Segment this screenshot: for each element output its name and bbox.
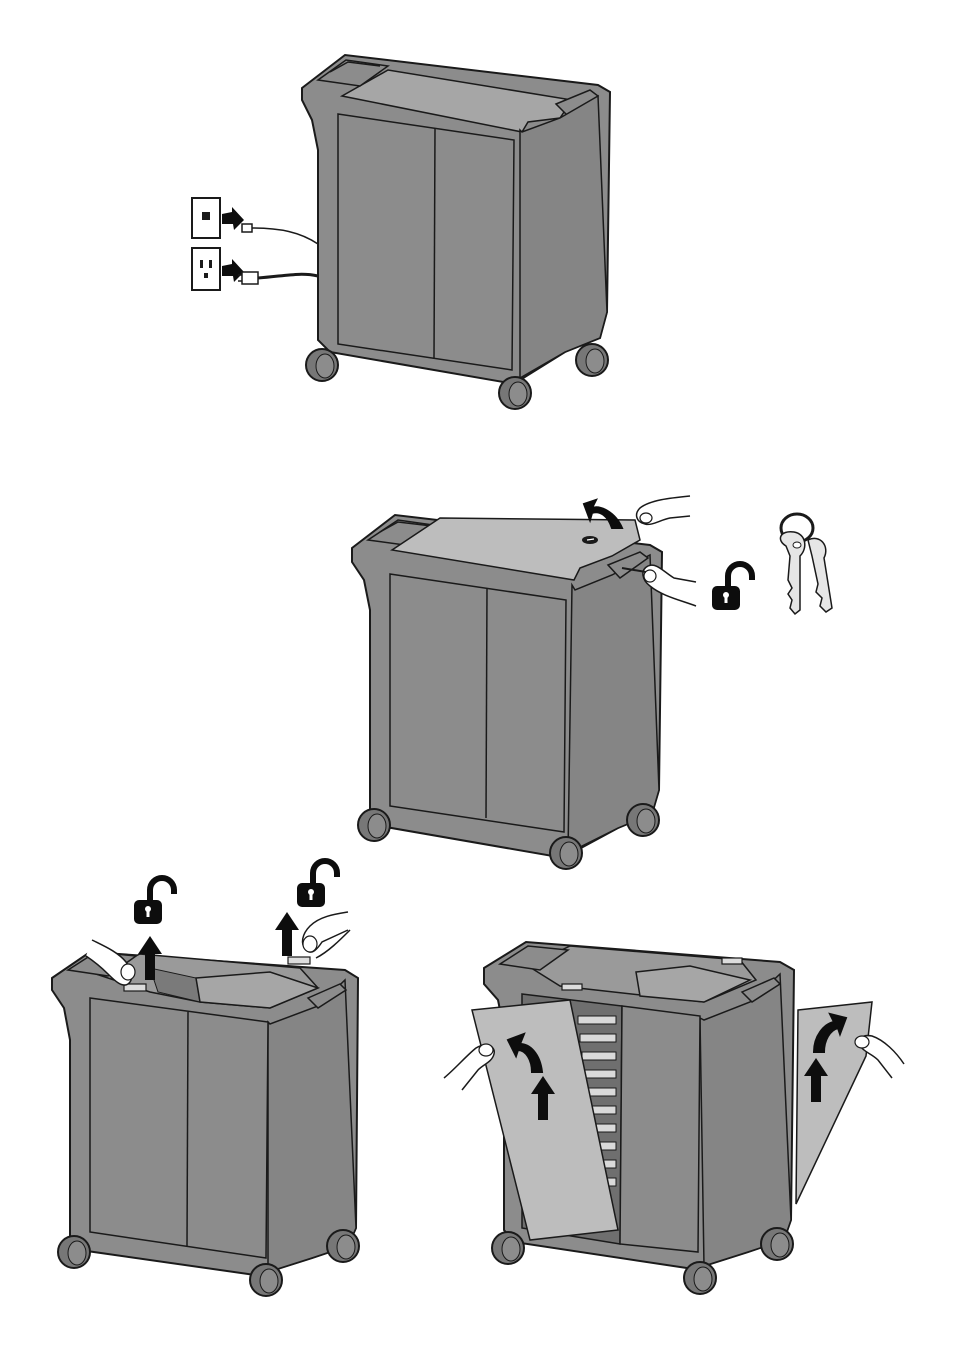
wheel-icon	[499, 377, 531, 409]
latch	[288, 957, 310, 964]
wheel-icon	[358, 809, 390, 841]
cabinet	[352, 515, 662, 869]
step-release-latches	[52, 861, 359, 1296]
unlock-icon	[712, 564, 752, 610]
wheel-icon	[327, 1230, 359, 1262]
wheel-icon	[627, 804, 659, 836]
wheel-icon	[306, 349, 338, 381]
cabinet	[302, 55, 610, 409]
arrow-right-icon	[222, 207, 244, 230]
power-plug-icon	[238, 272, 318, 284]
wheel-icon	[761, 1228, 793, 1260]
unlock-icon	[297, 861, 337, 907]
wheel-icon	[550, 837, 582, 869]
power-outlet-icon	[192, 248, 220, 290]
arrow-right-icon	[222, 259, 244, 282]
hand-icon	[303, 912, 350, 958]
wheel-icon	[684, 1262, 716, 1294]
up-arrow-icon	[275, 912, 299, 956]
unlock-icon	[134, 878, 174, 924]
latch	[562, 984, 582, 990]
wheel-icon	[492, 1232, 524, 1264]
step-remove-side-panels	[444, 942, 904, 1294]
keys-icon	[780, 514, 832, 614]
hand-icon	[637, 496, 690, 524]
step-unlock-top-lid	[352, 496, 832, 869]
wheel-icon	[250, 1264, 282, 1296]
wheel-icon	[576, 344, 608, 376]
network-plug-icon	[242, 224, 318, 244]
latch	[722, 958, 742, 964]
side-panel	[796, 1002, 872, 1204]
wheel-icon	[58, 1236, 90, 1268]
step-unplug-cables	[192, 55, 610, 409]
cabinet	[52, 952, 359, 1296]
phone-jack-icon	[192, 198, 220, 238]
